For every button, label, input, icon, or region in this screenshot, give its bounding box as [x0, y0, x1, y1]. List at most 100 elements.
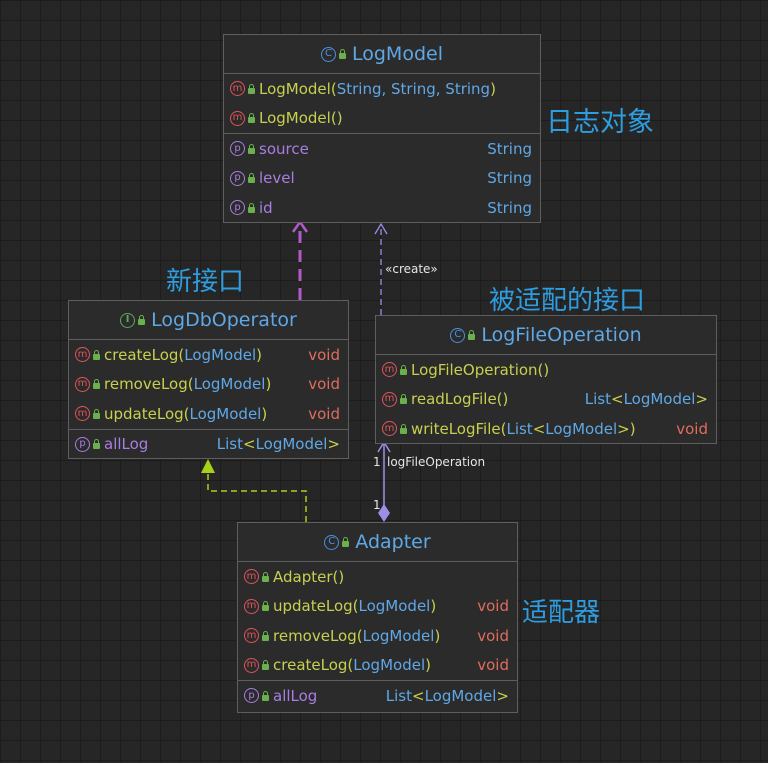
- association-role-label: logFileOperation: [387, 455, 486, 469]
- field-row[interactable]: p level String: [224, 164, 540, 194]
- field-row[interactable]: p allLog List<LogModel>: [69, 430, 348, 460]
- realization-line: [207, 472, 307, 522]
- public-lock-icon: [262, 571, 269, 582]
- field-row[interactable]: p id String: [224, 193, 540, 223]
- method-icon: m: [244, 657, 259, 673]
- public-lock-icon: [262, 601, 269, 612]
- public-lock-icon: [342, 537, 350, 547]
- method-name: createLog(LogModel): [104, 345, 262, 364]
- abstract-method-icon: m: [75, 347, 90, 363]
- method-icon: m: [382, 362, 397, 378]
- public-lock-icon: [339, 49, 346, 59]
- annotation-new-interface: 新接口: [166, 267, 245, 297]
- abstract-method-icon: m: [75, 376, 90, 392]
- class-adapter-header: C Adapter: [238, 523, 517, 562]
- method-row[interactable]: m createLog(LogModel) void: [69, 340, 348, 370]
- field-row[interactable]: p source String: [224, 134, 540, 164]
- realization-arrowhead: [201, 459, 215, 473]
- class-adapter[interactable]: C Adapter m Adapter() m updateLog(LogMod…: [237, 522, 518, 713]
- public-lock-icon: [262, 660, 269, 671]
- return-type: void: [308, 345, 340, 364]
- public-lock-icon: [248, 143, 255, 154]
- public-lock-icon: [93, 379, 100, 390]
- association-multiplicity-top: 1: [373, 455, 381, 469]
- method-row[interactable]: m LogFileOperation(): [376, 355, 716, 385]
- create-arrowhead: [374, 222, 388, 235]
- method-row[interactable]: m createLog(LogModel) void: [238, 651, 517, 681]
- method-name: writeLogFile(List<LogModel>): [411, 419, 636, 438]
- public-lock-icon: [138, 315, 146, 325]
- method-name: readLogFile(): [411, 390, 509, 409]
- public-lock-icon: [248, 113, 255, 124]
- interface-logdboperator[interactable]: I LogDbOperator m createLog(LogModel) vo…: [68, 300, 349, 459]
- fields-section: p source String p level String p id Stri…: [224, 134, 540, 223]
- interface-icon: I: [120, 312, 136, 328]
- method-name: LogFileOperation(): [411, 360, 550, 379]
- field-row[interactable]: p allLog List<LogModel>: [238, 681, 517, 711]
- public-lock-icon: [93, 408, 100, 419]
- class-logfileoperation[interactable]: C LogFileOperation m LogFileOperation() …: [375, 315, 717, 444]
- method-name: removeLog(LogModel): [273, 626, 441, 645]
- field-name: level: [259, 169, 295, 188]
- abstract-property-icon: p: [75, 436, 90, 452]
- method-icon: m: [230, 81, 245, 97]
- return-type: void: [308, 404, 340, 423]
- public-lock-icon: [468, 330, 476, 340]
- method-row[interactable]: m updateLog(LogModel) void: [238, 592, 517, 622]
- method-name: updateLog(LogModel): [273, 597, 437, 616]
- return-type: void: [477, 597, 509, 616]
- method-icon: m: [244, 598, 259, 614]
- class-logmodel[interactable]: C LogModel m LogModel(String, String, St…: [223, 34, 541, 223]
- public-lock-icon: [400, 423, 407, 434]
- method-row[interactable]: m removeLog(LogModel) void: [69, 370, 348, 400]
- field-type: String: [487, 139, 532, 158]
- field-name: allLog: [273, 686, 318, 705]
- fields-section: p allLog List<LogModel>: [69, 430, 348, 460]
- method-row[interactable]: m updateLog(LogModel) void: [69, 399, 348, 429]
- method-icon: m: [382, 421, 397, 437]
- property-icon: p: [230, 200, 245, 216]
- class-icon: C: [321, 46, 336, 62]
- field-type: List<LogModel>: [216, 435, 340, 454]
- public-lock-icon: [248, 83, 255, 94]
- method-name: removeLog(LogModel): [104, 375, 272, 394]
- method-name: Adapter(): [273, 567, 345, 586]
- public-lock-icon: [248, 173, 255, 184]
- methods-section: m createLog(LogModel) void m removeLog(L…: [69, 340, 348, 430]
- public-lock-icon: [93, 349, 100, 360]
- property-icon: p: [244, 688, 259, 704]
- method-row[interactable]: m writeLogFile(List<LogModel>) void: [376, 414, 716, 444]
- method-row[interactable]: m LogModel(): [224, 104, 540, 134]
- methods-section: m Adapter() m updateLog(LogModel) void m…: [238, 562, 517, 681]
- methods-section: m LogModel(String, String, String) m Log…: [224, 74, 540, 134]
- methods-section: m LogFileOperation() m readLogFile() Lis…: [376, 355, 716, 444]
- public-lock-icon: [400, 364, 407, 375]
- return-type: void: [308, 375, 340, 394]
- interface-name: LogDbOperator: [151, 309, 297, 331]
- method-icon: m: [382, 391, 397, 407]
- fields-section: p allLog List<LogModel>: [238, 681, 517, 711]
- method-row[interactable]: m removeLog(LogModel) void: [238, 621, 517, 651]
- method-row[interactable]: m readLogFile() List<LogModel>: [376, 385, 716, 415]
- abstract-method-icon: m: [75, 406, 90, 422]
- field-type: List<LogModel>: [385, 686, 509, 705]
- field-type: String: [487, 198, 532, 217]
- public-lock-icon: [400, 394, 407, 405]
- annotation-adapter: 适配器: [522, 598, 601, 628]
- field-name: source: [259, 139, 309, 158]
- return-type: void: [477, 626, 509, 645]
- method-name: updateLog(LogModel): [104, 404, 268, 423]
- return-type: void: [676, 419, 708, 438]
- method-name: LogModel(String, String, String): [259, 79, 496, 98]
- dependency-arrowhead: [291, 219, 309, 233]
- method-name: createLog(LogModel): [273, 656, 431, 675]
- aggregation-diamond: [378, 504, 390, 522]
- class-name: Adapter: [355, 531, 431, 553]
- method-row[interactable]: m LogModel(String, String, String): [224, 74, 540, 104]
- method-name: LogModel(): [259, 109, 343, 128]
- public-lock-icon: [262, 690, 269, 701]
- association-multiplicity-bottom: 1: [373, 498, 381, 512]
- method-icon: m: [244, 628, 259, 644]
- return-type: void: [477, 656, 509, 675]
- method-row[interactable]: m Adapter(): [238, 562, 517, 592]
